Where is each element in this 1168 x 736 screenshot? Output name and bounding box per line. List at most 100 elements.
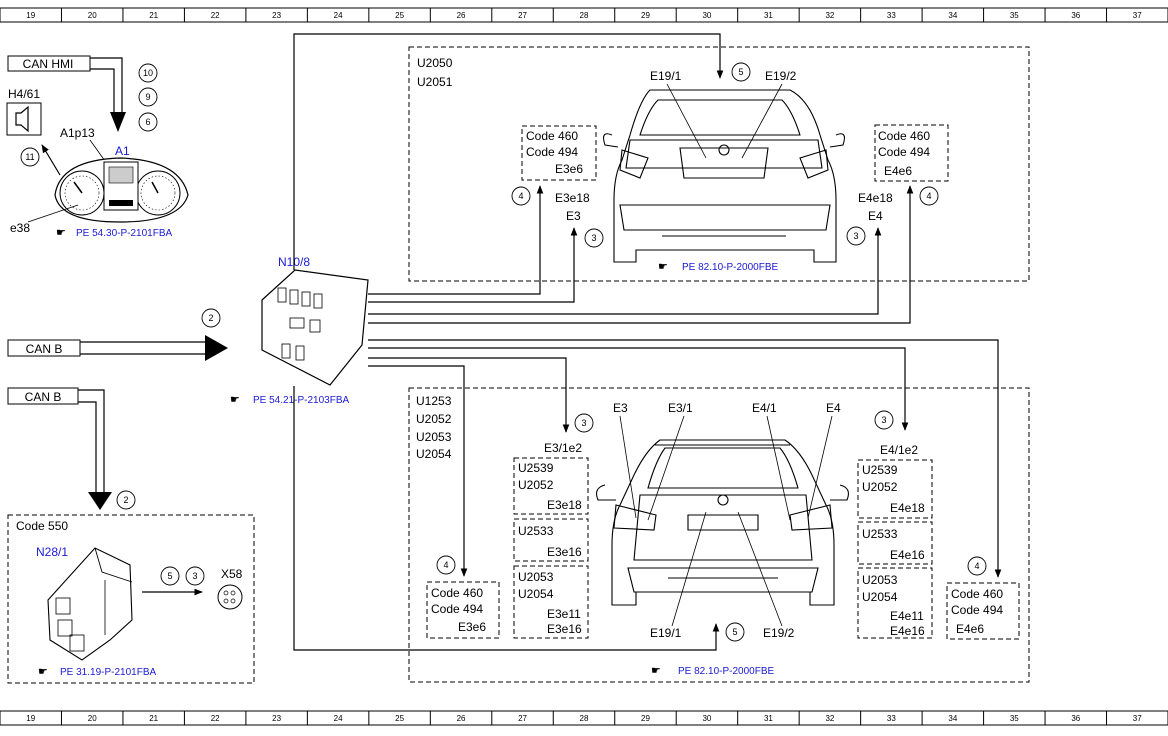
- ruler-number-bottom: 34: [948, 714, 957, 723]
- svg-text:4: 4: [926, 191, 931, 201]
- ruler-number-bottom: 36: [1071, 714, 1080, 723]
- circle-4-sedan-right: 4: [919, 186, 939, 206]
- pointing-hand-icon: ☛: [658, 261, 668, 273]
- s-e4e6: E4e6: [884, 164, 912, 178]
- el-u2052: U2052: [518, 478, 554, 492]
- instrument-cluster: [54, 157, 189, 223]
- s-e4: E4: [868, 209, 883, 223]
- el-e3e16a: E3e16: [547, 545, 582, 559]
- signal-wires: [293, 33, 1002, 651]
- h4-61-label: H4/61: [8, 87, 40, 101]
- ruler-number-top: 24: [334, 11, 343, 20]
- circle-4-sedan-left: 4: [511, 186, 531, 206]
- sedan-box: [408, 46, 1030, 282]
- ref-sedan-link[interactable]: PE 82.10-P-2000FBE: [682, 262, 778, 273]
- ref-cluster[interactable]: ☛ PE 54.30-P-2101FBA: [56, 227, 172, 239]
- code-550-label: Code 550: [16, 519, 68, 533]
- estate-rear-view: [596, 439, 849, 606]
- ref-n28-link[interactable]: PE 31.19-P-2101FBA: [60, 667, 156, 678]
- can-b-bus-2: CAN B: [7, 387, 112, 510]
- pointing-hand-icon: ☛: [38, 666, 48, 678]
- svg-text:5: 5: [738, 67, 743, 77]
- ref-estate[interactable]: ☛ PE 82.10-P-2000FBE: [651, 665, 774, 677]
- e-e19-2-label: E19/2: [763, 626, 795, 640]
- ref-n28[interactable]: ☛ PE 31.19-P-2101FBA: [38, 666, 156, 678]
- er-u2052: U2052: [862, 480, 898, 494]
- ruler-number-top: 37: [1133, 11, 1142, 20]
- estate-left-box-2: [513, 518, 589, 562]
- a1p13-label: A1p13: [60, 126, 95, 140]
- ruler-number-top: 20: [88, 11, 97, 20]
- circle-3-n28: 3: [185, 566, 205, 586]
- e-e3-label: E3: [613, 401, 628, 415]
- s-code494-l: Code 494: [526, 145, 578, 159]
- estate-right-box-1: [857, 459, 933, 519]
- ref-n10-link[interactable]: PE 54.21-P-2103FBA: [253, 395, 349, 406]
- el-u2053: U2053: [518, 570, 554, 584]
- top-ruler: [0, 7, 1168, 23]
- ruler-number-bottom: 20: [88, 714, 97, 723]
- circle-11: 11: [20, 147, 40, 167]
- n28-1-label: N28/1: [36, 545, 68, 559]
- ruler-number-top: 22: [211, 11, 220, 20]
- e-e4-label: E4: [826, 401, 841, 415]
- ruler-number-bottom: 24: [334, 714, 343, 723]
- s-e19-2-label: E19/2: [765, 69, 797, 83]
- svg-text:4: 4: [518, 191, 523, 201]
- ruler-number-bottom: 28: [580, 714, 589, 723]
- ruler-number-top: 23: [272, 11, 281, 20]
- ruler-number-bottom: 35: [1010, 714, 1019, 723]
- estate-right-box-2: [857, 521, 933, 565]
- ruler-number-bottom: 37: [1133, 714, 1142, 723]
- ebr-code460: Code 460: [951, 587, 1003, 601]
- ruler-number-top: 36: [1071, 11, 1080, 20]
- estate-br-code-box: [946, 582, 1020, 640]
- er-u2054: U2054: [862, 590, 898, 604]
- er-u2539: U2539: [862, 463, 898, 477]
- svg-text:2: 2: [123, 495, 128, 505]
- el-u2533: U2533: [518, 524, 554, 538]
- svg-text:5: 5: [167, 571, 172, 581]
- ref-cluster-link[interactable]: PE 54.30-P-2101FBA: [76, 228, 172, 239]
- circle-9: 9: [138, 87, 158, 107]
- pointing-hand-icon: ☛: [651, 665, 661, 677]
- ebr-code494: Code 494: [951, 603, 1003, 617]
- e-e3-1-label: E3/1: [668, 401, 693, 415]
- s-code494-r: Code 494: [878, 145, 930, 159]
- ruler-number-bottom: 30: [702, 714, 711, 723]
- ruler-number-top: 29: [641, 11, 650, 20]
- ref-estate-link[interactable]: PE 82.10-P-2000FBE: [678, 666, 774, 677]
- svg-text:3: 3: [591, 233, 596, 243]
- er-e4e11: E4e11: [890, 609, 924, 623]
- socket-icon: [217, 584, 243, 610]
- ruler-number-bottom: 26: [457, 714, 466, 723]
- can-b-label-2: CAN B: [25, 390, 62, 404]
- ebr-e4e6: E4e6: [956, 622, 984, 636]
- s-e4e18: E4e18: [858, 191, 893, 205]
- ruler-number-top: 26: [457, 11, 466, 20]
- er-e4e18: E4e18: [890, 501, 925, 515]
- circle-3-sedan-left: 3: [584, 228, 604, 248]
- ruler-number-bottom: 29: [641, 714, 650, 723]
- circle-2-top: 2: [201, 308, 221, 328]
- u2051-label: U2051: [417, 75, 453, 89]
- ruler-number-top: 35: [1010, 11, 1019, 20]
- svg-text:4: 4: [443, 560, 448, 570]
- pointing-hand-icon: ☛: [230, 394, 240, 406]
- ruler-number-top: 27: [518, 11, 527, 20]
- svg-text:4: 4: [974, 561, 979, 571]
- svg-text:3: 3: [192, 571, 197, 581]
- ref-sedan[interactable]: ☛ PE 82.10-P-2000FBE: [658, 261, 778, 273]
- circle-2-bottom: 2: [116, 490, 136, 510]
- s-e3: E3: [566, 209, 581, 223]
- ruler-number-top: 25: [395, 11, 404, 20]
- e-u2052-label: U2052: [416, 412, 452, 426]
- circle-10: 10: [138, 63, 158, 83]
- circle-4-estate-left: 4: [436, 555, 456, 575]
- e-e19-1-label: E19/1: [650, 626, 682, 640]
- sedan-right-code-box: [874, 124, 949, 182]
- code-550-box: [7, 514, 255, 684]
- svg-text:5: 5: [732, 627, 737, 637]
- ref-n10[interactable]: ☛ PE 54.21-P-2103FBA: [230, 394, 349, 406]
- s-e19-1-label: E19/1: [650, 69, 682, 83]
